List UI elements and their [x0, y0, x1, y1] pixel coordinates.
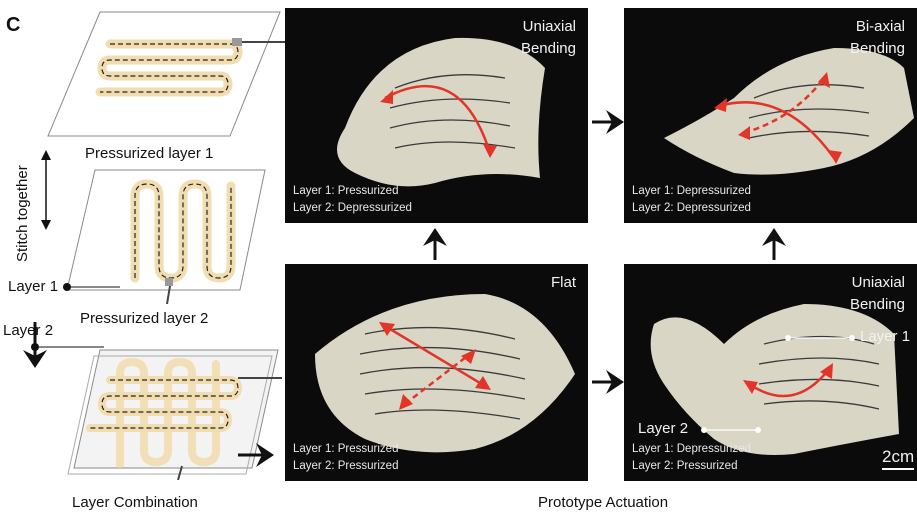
status-line-1: Layer 1: Depressurized — [632, 443, 751, 455]
photo-uniaxial-top: Uniaxial Bending Layer 1: Pressurized La… — [285, 8, 588, 223]
stitch-together-label: Stitch together — [14, 165, 31, 262]
double-arrow-icon — [41, 150, 51, 230]
caption-pressurized-layer-1: Pressurized layer 1 — [85, 145, 214, 162]
status-line-1: Layer 1: Pressurized — [293, 185, 399, 197]
photo-status: Layer 1: Depressurized Layer 2: Depressu… — [632, 183, 751, 217]
layer2-illustration — [66, 169, 266, 305]
photo-title: Uniaxial Bending — [520, 18, 576, 57]
left-layer1-pointer — [63, 283, 120, 291]
status-line-1: Layer 1: Pressurized — [293, 443, 399, 455]
photo-status: Layer 1: Depressurized Layer 2: Pressuri… — [632, 441, 751, 475]
status-line-2: Layer 2: Depressurized — [632, 202, 751, 214]
status-line-2: Layer 2: Pressurized — [632, 460, 738, 472]
fabric-uniaxial-top — [337, 37, 545, 187]
up-arrow-icon — [423, 228, 447, 260]
fabric-uniaxial-bottom — [650, 304, 914, 470]
right-arrow-icon — [592, 370, 624, 394]
photo-uniaxial-bottom: Uniaxial Bending Layer 1 Layer 2 2cm Lay… — [624, 264, 917, 481]
caption-pressurized-layer-2: Pressurized layer 2 — [80, 310, 209, 327]
scale-bar-label: 2cm — [882, 447, 915, 466]
photo-title: Bi-axial Bending — [849, 18, 905, 57]
right-arrow-icon — [592, 110, 624, 134]
layer-combination-illustration — [67, 349, 282, 480]
fabric-biaxial — [664, 48, 914, 175]
photo-title: Uniaxial Bending — [849, 274, 905, 313]
left-layer1-label: Layer 1 — [8, 278, 59, 295]
photo-status: Layer 1: Pressurized Layer 2: Depressuri… — [293, 183, 412, 217]
prototype-actuation-caption: Prototype Actuation — [538, 494, 669, 511]
layer1-illustration — [47, 11, 285, 137]
photo-layer1-label: Layer 1 — [860, 328, 911, 345]
photo-status: Layer 1: Pressurized Layer 2: Pressurize… — [293, 441, 398, 475]
right-arrow-icon — [238, 443, 274, 467]
left-layer2-label: Layer 2 — [3, 322, 54, 339]
photo-layer2-label: Layer 2 — [638, 420, 689, 437]
status-line-2: Layer 2: Depressurized — [293, 202, 412, 214]
caption-layer-combination: Layer Combination — [72, 494, 198, 511]
status-line-2: Layer 2: Pressurized — [293, 460, 399, 472]
photo-flat: Flat Layer 1: Pressurized Layer 2: Press… — [285, 264, 588, 481]
photo-biaxial: Bi-axial Bending Layer 1: Depressurized … — [624, 8, 917, 223]
fabric-flat — [315, 294, 575, 453]
status-line-1: Layer 1: Depressurized — [632, 185, 751, 197]
up-arrow-icon — [762, 228, 786, 260]
left-layer2-pointer — [31, 343, 104, 351]
panel-letter: C — [6, 14, 21, 36]
photo-title: Flat — [550, 274, 576, 291]
